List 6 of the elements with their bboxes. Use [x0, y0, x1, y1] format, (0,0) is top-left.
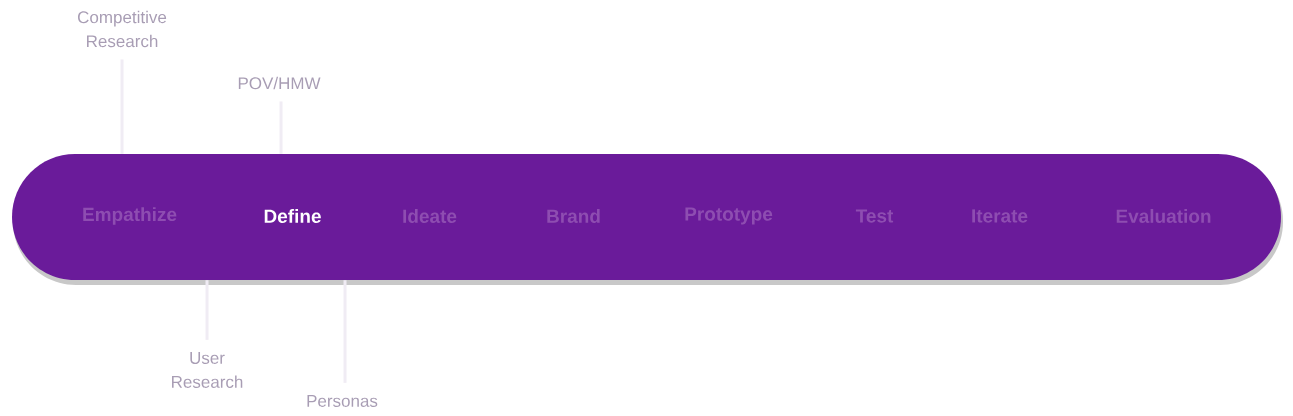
annotation-label: POV/HMW: [238, 76, 321, 90]
annotation-label: Competitive Research: [78, 10, 167, 48]
timeline-bar: [12, 154, 1283, 285]
stage-label: Define: [264, 209, 321, 223]
annotation-label: User Research: [172, 352, 243, 388]
annotation-label: Personas: [307, 395, 378, 407]
